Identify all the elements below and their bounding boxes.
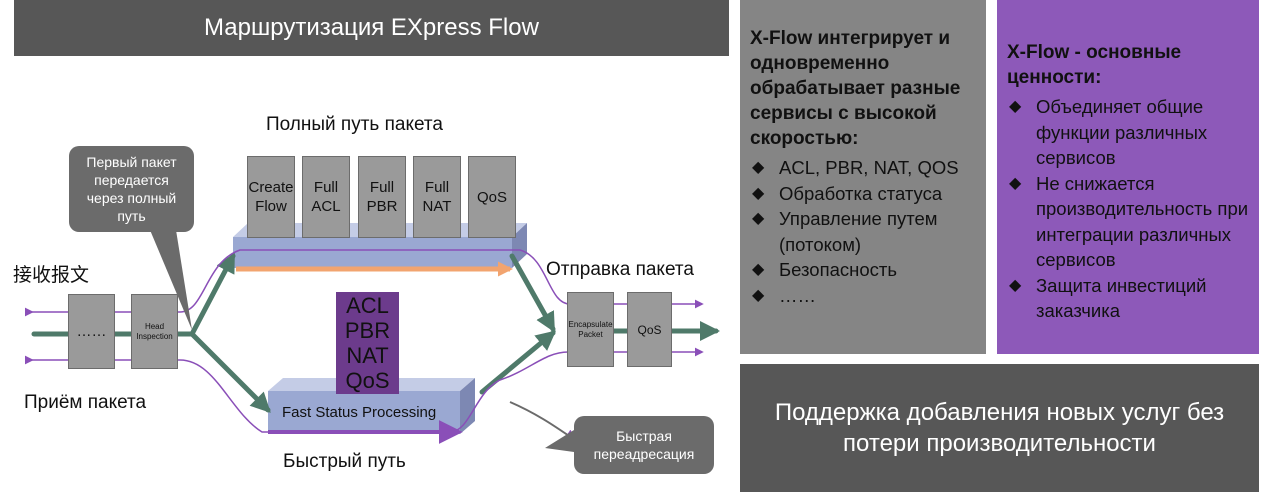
list-item: Объединяет общие функции различных серви… xyxy=(1007,94,1249,171)
receive-label-cn: 接收报文 xyxy=(13,265,90,286)
callout-first-packet-tail xyxy=(150,230,192,330)
xflow-integration-panel: X-Flow интегрирует и одновременно обраба… xyxy=(740,0,986,354)
xflow-integration-list: ACL, PBR, NAT, QOS Обработка статуса Упр… xyxy=(750,155,976,308)
full-path-box-qos: QoS xyxy=(468,156,516,238)
full-path-box-create-flow: Create Flow xyxy=(247,156,295,238)
fast-processing-label: Fast Status Processing xyxy=(282,404,437,421)
fast-service-pbr: PBR xyxy=(344,318,391,343)
receive-label-ru: Приём пакета xyxy=(24,392,147,413)
page-title: Маршрутизация EXpress Flow xyxy=(14,0,729,56)
fast-service-acl: ACL xyxy=(346,293,389,318)
callout-fast-redirect: Быстрая переадресация xyxy=(574,416,714,474)
xflow-values-panel: X-Flow - основные ценности: Объединяет о… xyxy=(997,0,1259,354)
fast-path-title: Быстрый путь xyxy=(283,451,406,472)
ingress-box-ellipsis: …… xyxy=(68,294,115,369)
list-item: Управление путем (потоком) xyxy=(750,206,976,257)
list-item: Обработка статуса xyxy=(750,181,976,207)
fast-service-qos: QoS xyxy=(345,368,390,393)
list-item: Не снижается производительность при инте… xyxy=(1007,171,1249,273)
egress-box-qos: QoS xyxy=(627,292,672,367)
callout-fast-redirect-tail xyxy=(545,430,574,452)
full-path-box-full-pbr: Full PBR xyxy=(358,156,406,238)
list-item: ACL, PBR, NAT, QOS xyxy=(750,155,976,181)
egress-box-encapsulate: Encapsulate Packet xyxy=(567,292,614,367)
callout-fast-redirect-text: Быстрая переадресация xyxy=(593,428,695,462)
list-item: …… xyxy=(750,283,976,309)
fast-service-nat: NAT xyxy=(346,343,389,368)
list-item: Защита инвестиций заказчика xyxy=(1007,273,1249,324)
full-path-box-full-nat: Full NAT xyxy=(413,156,461,238)
xflow-integration-heading: X-Flow интегрирует и одновременно обраба… xyxy=(750,28,961,149)
new-services-panel: Поддержка добавления новых услуг без пот… xyxy=(740,364,1259,492)
fast-services-stack: ACL PBR NAT QoS xyxy=(336,292,399,394)
list-item: Безопасность xyxy=(750,257,976,283)
full-path-title: Полный путь пакета xyxy=(266,114,443,135)
callout-first-packet: Первый пакет передается через полный пут… xyxy=(69,146,194,232)
xflow-values-heading: X-Flow - основные ценности: xyxy=(1007,42,1182,88)
routing-diagram xyxy=(24,223,720,452)
xflow-values-list: Объединяет общие функции различных серви… xyxy=(1007,94,1249,324)
flow-arrows xyxy=(31,252,720,413)
ingress-box-head-inspection: Head Inspection xyxy=(131,294,178,369)
full-path-box-full-acl: Full ACL xyxy=(302,156,350,238)
purple-flow-lines xyxy=(24,249,704,444)
callout-first-packet-text: Первый пакет передается через полный пут… xyxy=(86,154,177,224)
send-label: Отправка пакета xyxy=(546,259,694,280)
page-title-text: Маршрутизация EXpress Flow xyxy=(204,14,539,41)
new-services-text: Поддержка добавления новых услуг без пот… xyxy=(774,399,1225,457)
